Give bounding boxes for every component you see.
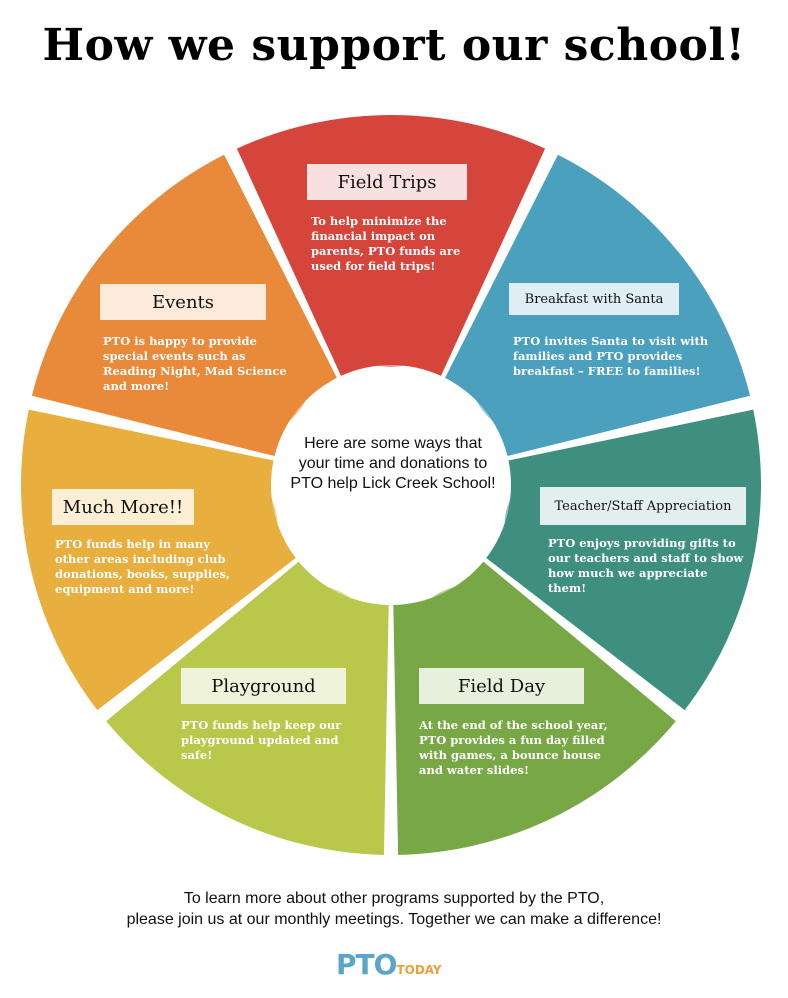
segment-inner-lobe xyxy=(329,243,453,367)
desc-field-trips: To help minimize the financial impact on… xyxy=(311,214,461,273)
desc-field-day: At the end of the school year, PTO provi… xyxy=(419,718,608,777)
page-title: How we support our school! xyxy=(42,20,746,71)
label-field-trips: Field Trips xyxy=(307,164,467,200)
center-disc xyxy=(273,367,509,603)
footer-line-1: To learn more about other programs suppo… xyxy=(183,890,605,907)
desc-events: PTO is happy to provide special events s… xyxy=(103,334,287,393)
desc-much-more: PTO funds help in many other areas inclu… xyxy=(55,537,230,596)
segment-inner-lobe xyxy=(469,310,594,435)
segment-inner-lobe xyxy=(188,310,313,435)
label-events: Events xyxy=(100,284,266,320)
footer-line-2: please join us at our monthly meetings. … xyxy=(126,911,662,928)
desc-breakfast-with-santa: PTO invites Santa to visit with families… xyxy=(513,334,709,378)
label-much-more: Much More!! xyxy=(52,489,194,525)
label-playground: Playground xyxy=(181,668,346,704)
desc-teacher-staff-appreciation: PTO enjoys providing gifts to our teache… xyxy=(548,536,744,595)
desc-playground: PTO funds help keep our playground updat… xyxy=(181,718,342,762)
label-teacher-staff-appreciation: Teacher/Staff Appreciation xyxy=(540,487,746,525)
footer: To learn more about other programs suppo… xyxy=(0,888,788,930)
logo-sub: TODAY xyxy=(396,963,442,977)
label-breakfast-with-santa: Breakfast with Santa xyxy=(509,283,679,315)
center-text: Here are some ways that your time and do… xyxy=(290,435,496,492)
logo-main: PTO xyxy=(336,948,397,981)
pto-today-logo: PTOTODAY xyxy=(336,948,456,981)
label-field-day: Field Day xyxy=(419,668,584,704)
